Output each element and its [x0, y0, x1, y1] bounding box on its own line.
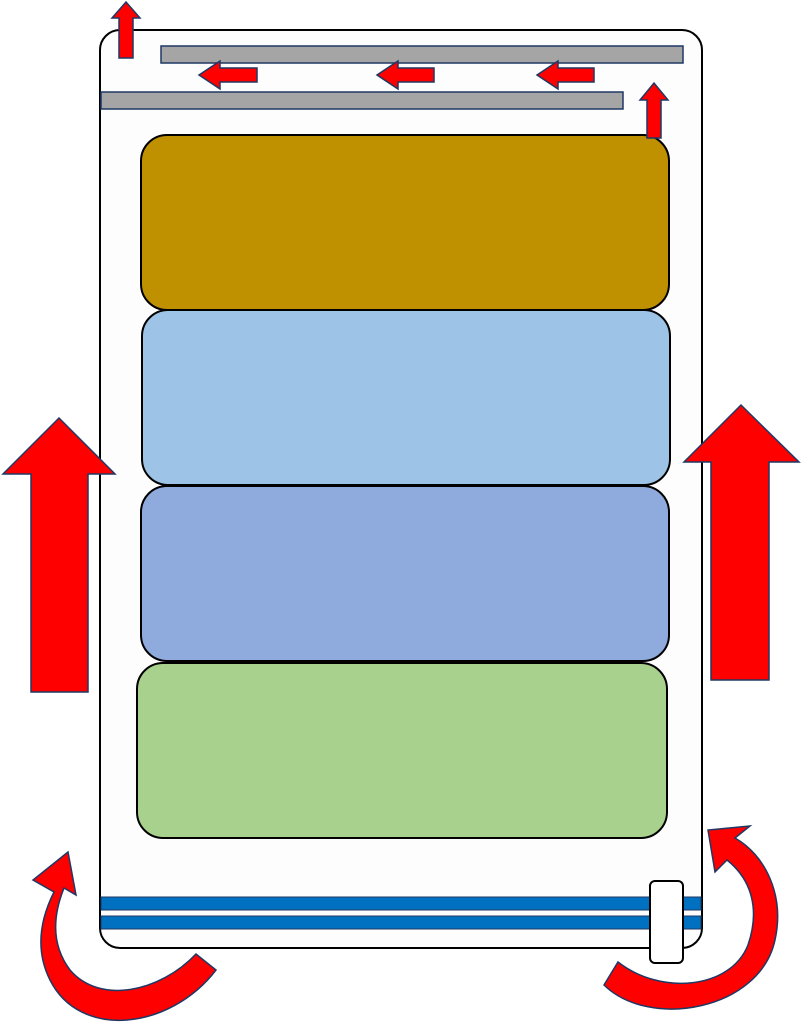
vent-arrow-top-left	[110, 0, 142, 59]
curved-arrow-bottom-left	[31, 850, 218, 1021]
big-arrow-right-side	[682, 403, 801, 681]
flow-arrow-left-3	[535, 59, 595, 91]
base-bar-lower	[100, 915, 702, 930]
flow-arrow-left-1	[197, 59, 258, 91]
vent-arrow-top-right	[638, 81, 670, 139]
block-gold	[140, 134, 670, 311]
block-periwinkle	[140, 485, 670, 662]
flow-arrow-left-2	[375, 59, 435, 91]
lower-shelf	[100, 91, 624, 110]
big-arrow-left-side	[1, 416, 117, 693]
handle	[649, 880, 684, 964]
upper-shelf	[160, 45, 684, 64]
base-bar-upper	[100, 896, 702, 911]
curved-arrow-bottom-right	[603, 825, 779, 1010]
block-green	[136, 662, 668, 839]
block-light-blue	[141, 309, 671, 486]
